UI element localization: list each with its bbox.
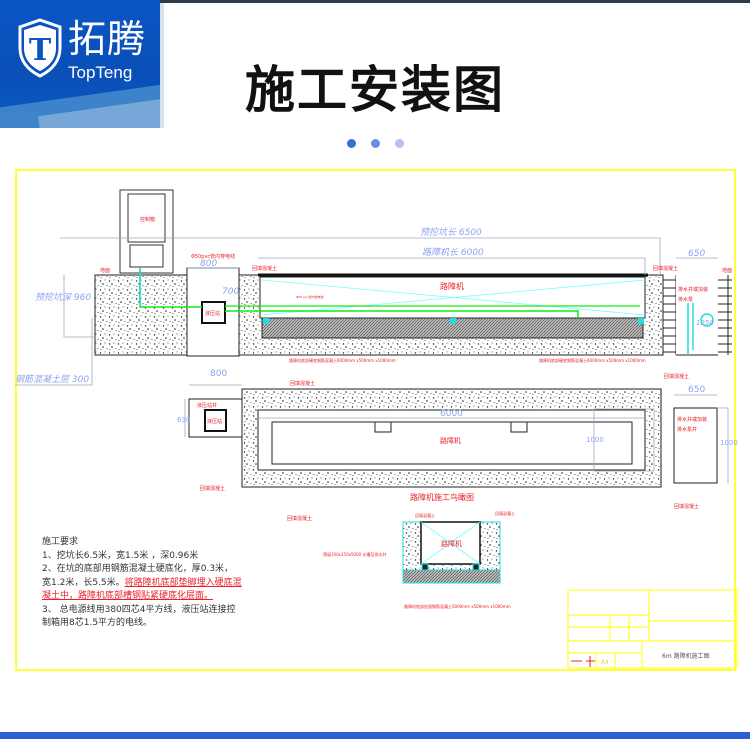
sheet-size: A4 <box>601 659 609 666</box>
title-block <box>567 589 738 669</box>
svg-text:T: T <box>29 33 52 68</box>
brand-name-en: TopTeng <box>68 63 133 82</box>
dim-1000: 1000 <box>586 436 604 444</box>
backfill-label: 回填混凝土 <box>674 503 699 510</box>
dim-650: 650 <box>688 385 705 395</box>
barrier-length-dim: 路障机长 6000 <box>422 247 484 258</box>
section-view <box>15 189 732 386</box>
drawing-frame <box>15 169 736 671</box>
notes-heading: 施工要求 <box>42 537 79 547</box>
dim-700: 700 <box>222 287 239 297</box>
backfill-label: 回填混凝土 <box>287 515 312 522</box>
dim-6000: 6000 <box>440 409 463 419</box>
note-item: 2、在坑的底部用钢筋混凝土硬底化，厚0.3米，宽1.2米，长5.5米。将路障机底… <box>42 563 242 604</box>
divider <box>160 3 164 128</box>
note-text: 2、在坑的底部用钢筋混凝土硬底化，厚0.3米，宽1.2米，长5.5米。 <box>42 564 234 588</box>
dim-800: 800 <box>210 369 227 379</box>
barrier-label: 路障机 <box>441 539 462 548</box>
cabinet-label: 控制箱 <box>140 216 155 223</box>
carousel-dot[interactable] <box>347 139 356 148</box>
backfill-label: 回填混凝土 <box>653 265 678 272</box>
drain-note: 预留100x150x5000 水槽至排水井 <box>323 551 386 557</box>
note-item: 3、 总电源线用380四芯4平方线，液压站连接控制箱用8芯1.5平方的电线。 <box>42 604 236 629</box>
note-item: 1、挖坑长6.5米，宽1.5米 ，深0.96米 <box>42 550 199 561</box>
barrier-label: 路障机 <box>440 436 461 445</box>
brand-logo-panel: T 拓腾 TopTeng <box>0 0 160 128</box>
carousel-dot[interactable] <box>395 139 404 148</box>
dim-650: 650 <box>688 249 705 259</box>
dim-800: 800 <box>200 259 217 269</box>
ground-label: 地面 <box>722 267 732 274</box>
backfill-label: 回填混凝土 <box>495 510 515 516</box>
dim-1000: 1000 <box>720 439 738 447</box>
backfill-label: 回填混凝土 <box>290 380 315 387</box>
base-note: 路障机底部硬底钢筋混凝土6000mm x500mm x1000mm <box>539 357 646 363</box>
bottom-bar <box>0 732 750 739</box>
plan-caption: 路障机施工鸟瞰图 <box>410 492 474 502</box>
pipe-label: Φ50pvc管内穿电线 <box>191 253 235 260</box>
dim-630: 630 <box>177 416 190 424</box>
brand-name-cn: 拓腾 <box>68 17 147 61</box>
barrier-label: 路障机 <box>440 281 464 291</box>
construction-notes: 施工要求 1、挖坑长6.5米，宽1.5米 ，深0.96米 2、在坑的底部用钢筋混… <box>42 536 242 631</box>
base-note: 路障机底部加强钢筋混凝土5000mm x500mm x1000mm <box>404 603 511 609</box>
shield-logo-icon: T <box>18 18 62 78</box>
base-note: 路障机底部硬底钢筋混凝土6000mm x500mm x1000mm <box>289 357 396 363</box>
drawing-title: 6m 路障机施工图 <box>662 652 710 660</box>
note-highlight: 将路障机底部垫脚埋入硬底混凝土中，路障机底部槽钢贴紧硬底化层面。 <box>42 577 242 602</box>
cross-section <box>402 521 501 584</box>
drain-pump-label: 排水泵 <box>678 296 693 303</box>
carousel-dot[interactable] <box>371 139 380 148</box>
hydraulic-station-label: 液压站 <box>205 310 220 317</box>
dim-1250: 1250 <box>696 319 714 327</box>
projection-symbol-icon <box>571 656 595 667</box>
drain-well-label: 排水井或加装 <box>678 286 708 293</box>
drain-pump-label: 排水泵井 <box>677 426 697 433</box>
plan-view <box>184 384 729 488</box>
pipe-note: Φ50 pvc管内穿电线 <box>296 294 323 299</box>
backfill-label: 回填混凝土 <box>415 512 435 518</box>
ground-label: 地面 <box>100 267 110 274</box>
hydraulic-well-label: 液压站井 <box>197 402 217 409</box>
hydraulic-station-label: 液压站 <box>207 418 222 425</box>
concrete-layer-dim: 钢筋混凝土层 300 <box>15 374 89 385</box>
top-bar <box>160 0 750 3</box>
page-title: 施工安装图 <box>245 61 505 119</box>
backfill-label: 回填混凝土 <box>200 485 225 492</box>
pit-depth-dim: 预挖坑深 960 <box>35 292 91 303</box>
backfill-label: 回填混凝土 <box>252 265 277 272</box>
drain-well-label: 排水井或加装 <box>677 416 707 423</box>
pit-length-dim: 预挖坑长 6500 <box>420 227 482 238</box>
backfill-label: 回填混凝土 <box>664 373 689 380</box>
